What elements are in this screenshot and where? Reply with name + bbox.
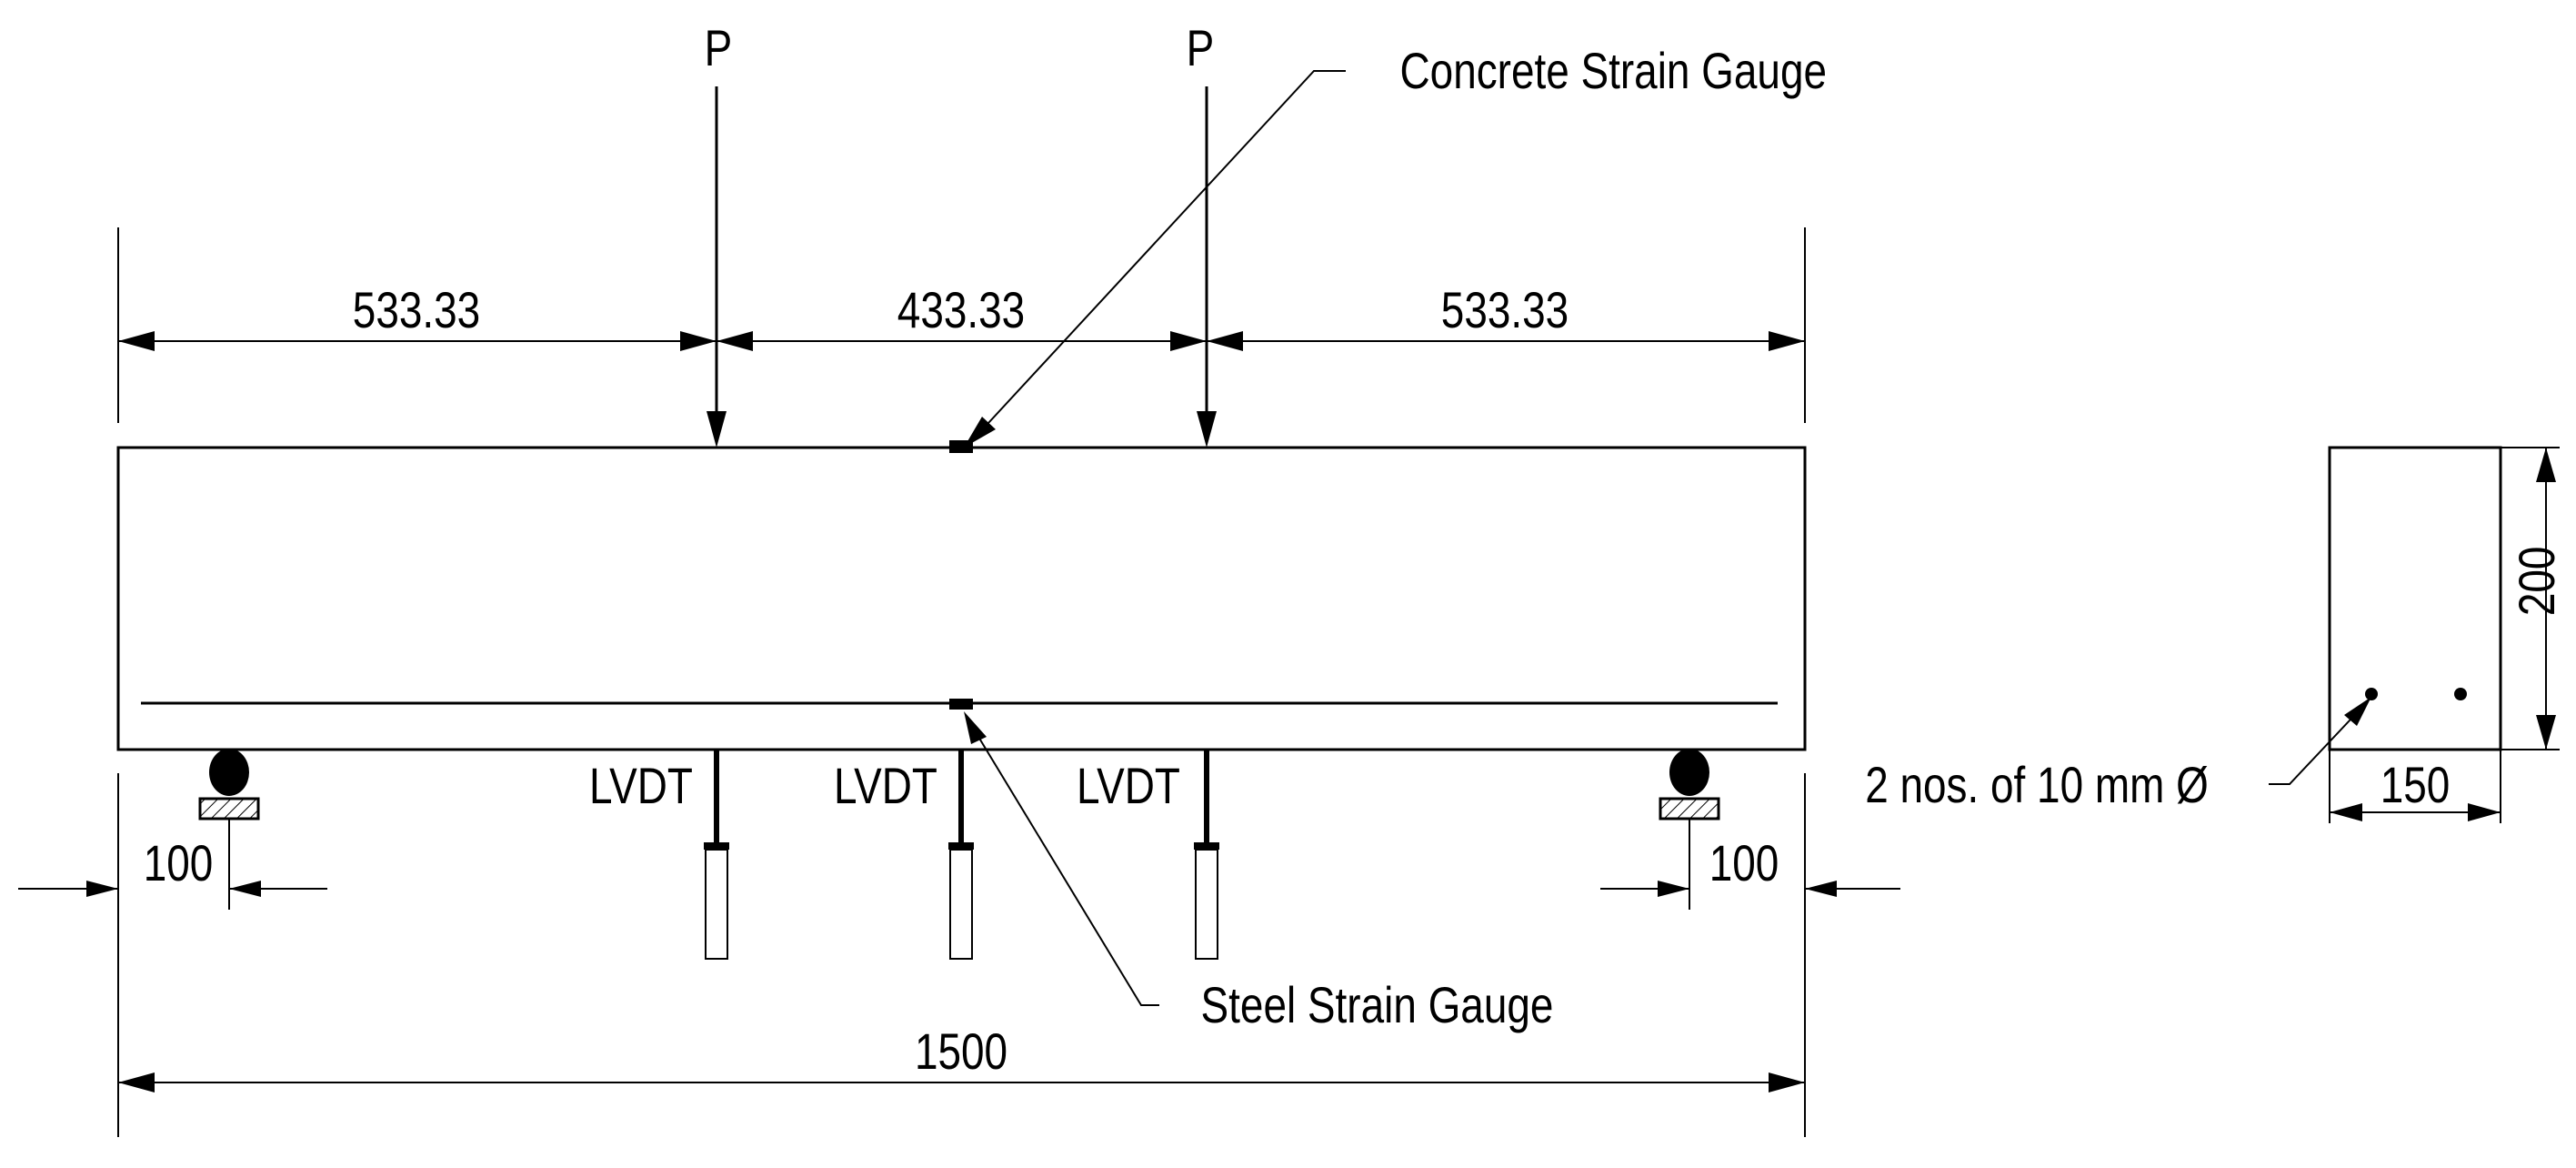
section-width-dimension [2329,750,2501,823]
load-label-right: P [1187,20,1215,76]
steel-gauge-label: Steel Strain Gauge [1201,977,1554,1033]
right-support [1659,749,1720,910]
rebar-left [2365,688,2378,700]
section-width-label: 150 [2381,757,2451,813]
load-label-left: P [705,20,733,76]
lvdt-3-label: LVDT [1077,758,1180,814]
rebar-right [2454,688,2467,700]
lvdt-3 [1194,750,1219,960]
lvdt-1-label: LVDT [589,758,693,814]
lvdt-1 [704,750,729,960]
steel-gauge-leader [964,711,1159,1006]
dimension-left-span: 533.33 [353,282,480,338]
top-dimension-line [118,331,1805,351]
total-length-label: 1500 [915,1023,1007,1080]
total-length-dimension [118,1072,1805,1092]
reinforcement-leader [2269,697,2371,785]
dimension-middle-span: 433.33 [897,282,1025,338]
right-offset-label: 100 [1709,835,1779,891]
lvdt-2-label: LVDT [834,758,937,814]
left-support [198,749,260,910]
concrete-gauge-leader [964,70,1346,448]
dimension-right-span: 533.33 [1441,282,1569,338]
section-height-dimension [2501,447,2560,750]
steel-strain-gauge-marker [949,699,973,710]
cross-section-outline [2328,446,2502,751]
load-arrow-right [1197,86,1217,448]
lvdt-2 [948,750,974,960]
left-offset-label: 100 [144,835,214,891]
load-arrow-left [707,86,727,448]
concrete-gauge-label: Concrete Strain Gauge [1400,43,1827,99]
reinforcement-label: 2 nos. of 10 mm Ø [1865,757,2209,813]
right-offset-dimension [1600,881,1900,897]
left-offset-dimension [18,881,327,897]
section-height-label: 200 [2509,547,2565,617]
